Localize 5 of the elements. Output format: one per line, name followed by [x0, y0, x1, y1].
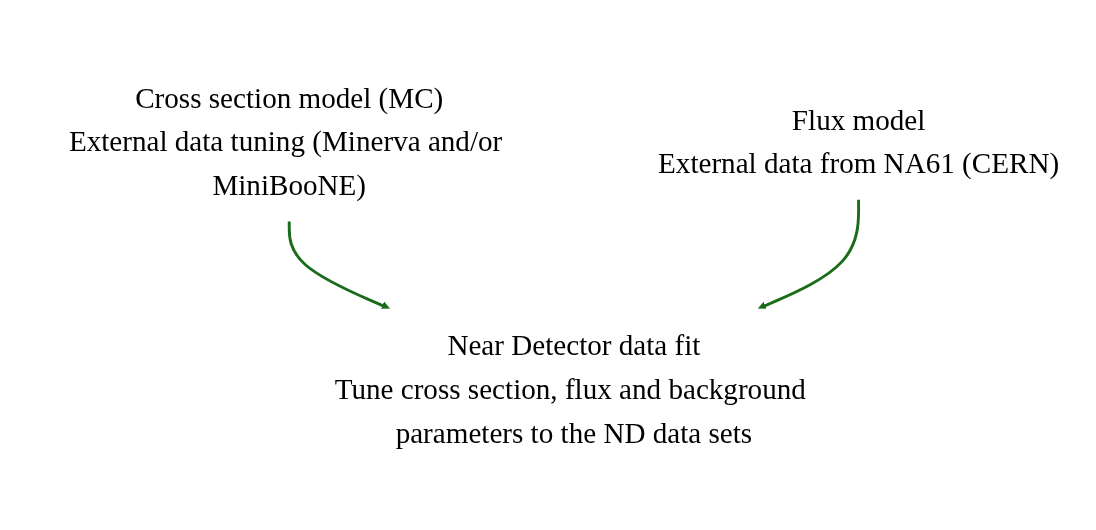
- node-text: Near Detector data fit Tune cross section, flux and background parameters to the ND data sets: [334, 329, 806, 449]
- node-text: Flux model External data from NA61 (CERN): [658, 103, 1060, 180]
- arrow: [757, 199, 861, 310]
- arrow: [287, 221, 391, 310]
- node-text: Cross section model (MC) External data tuning (Minerva and/or MiniBooNE): [68, 81, 503, 201]
